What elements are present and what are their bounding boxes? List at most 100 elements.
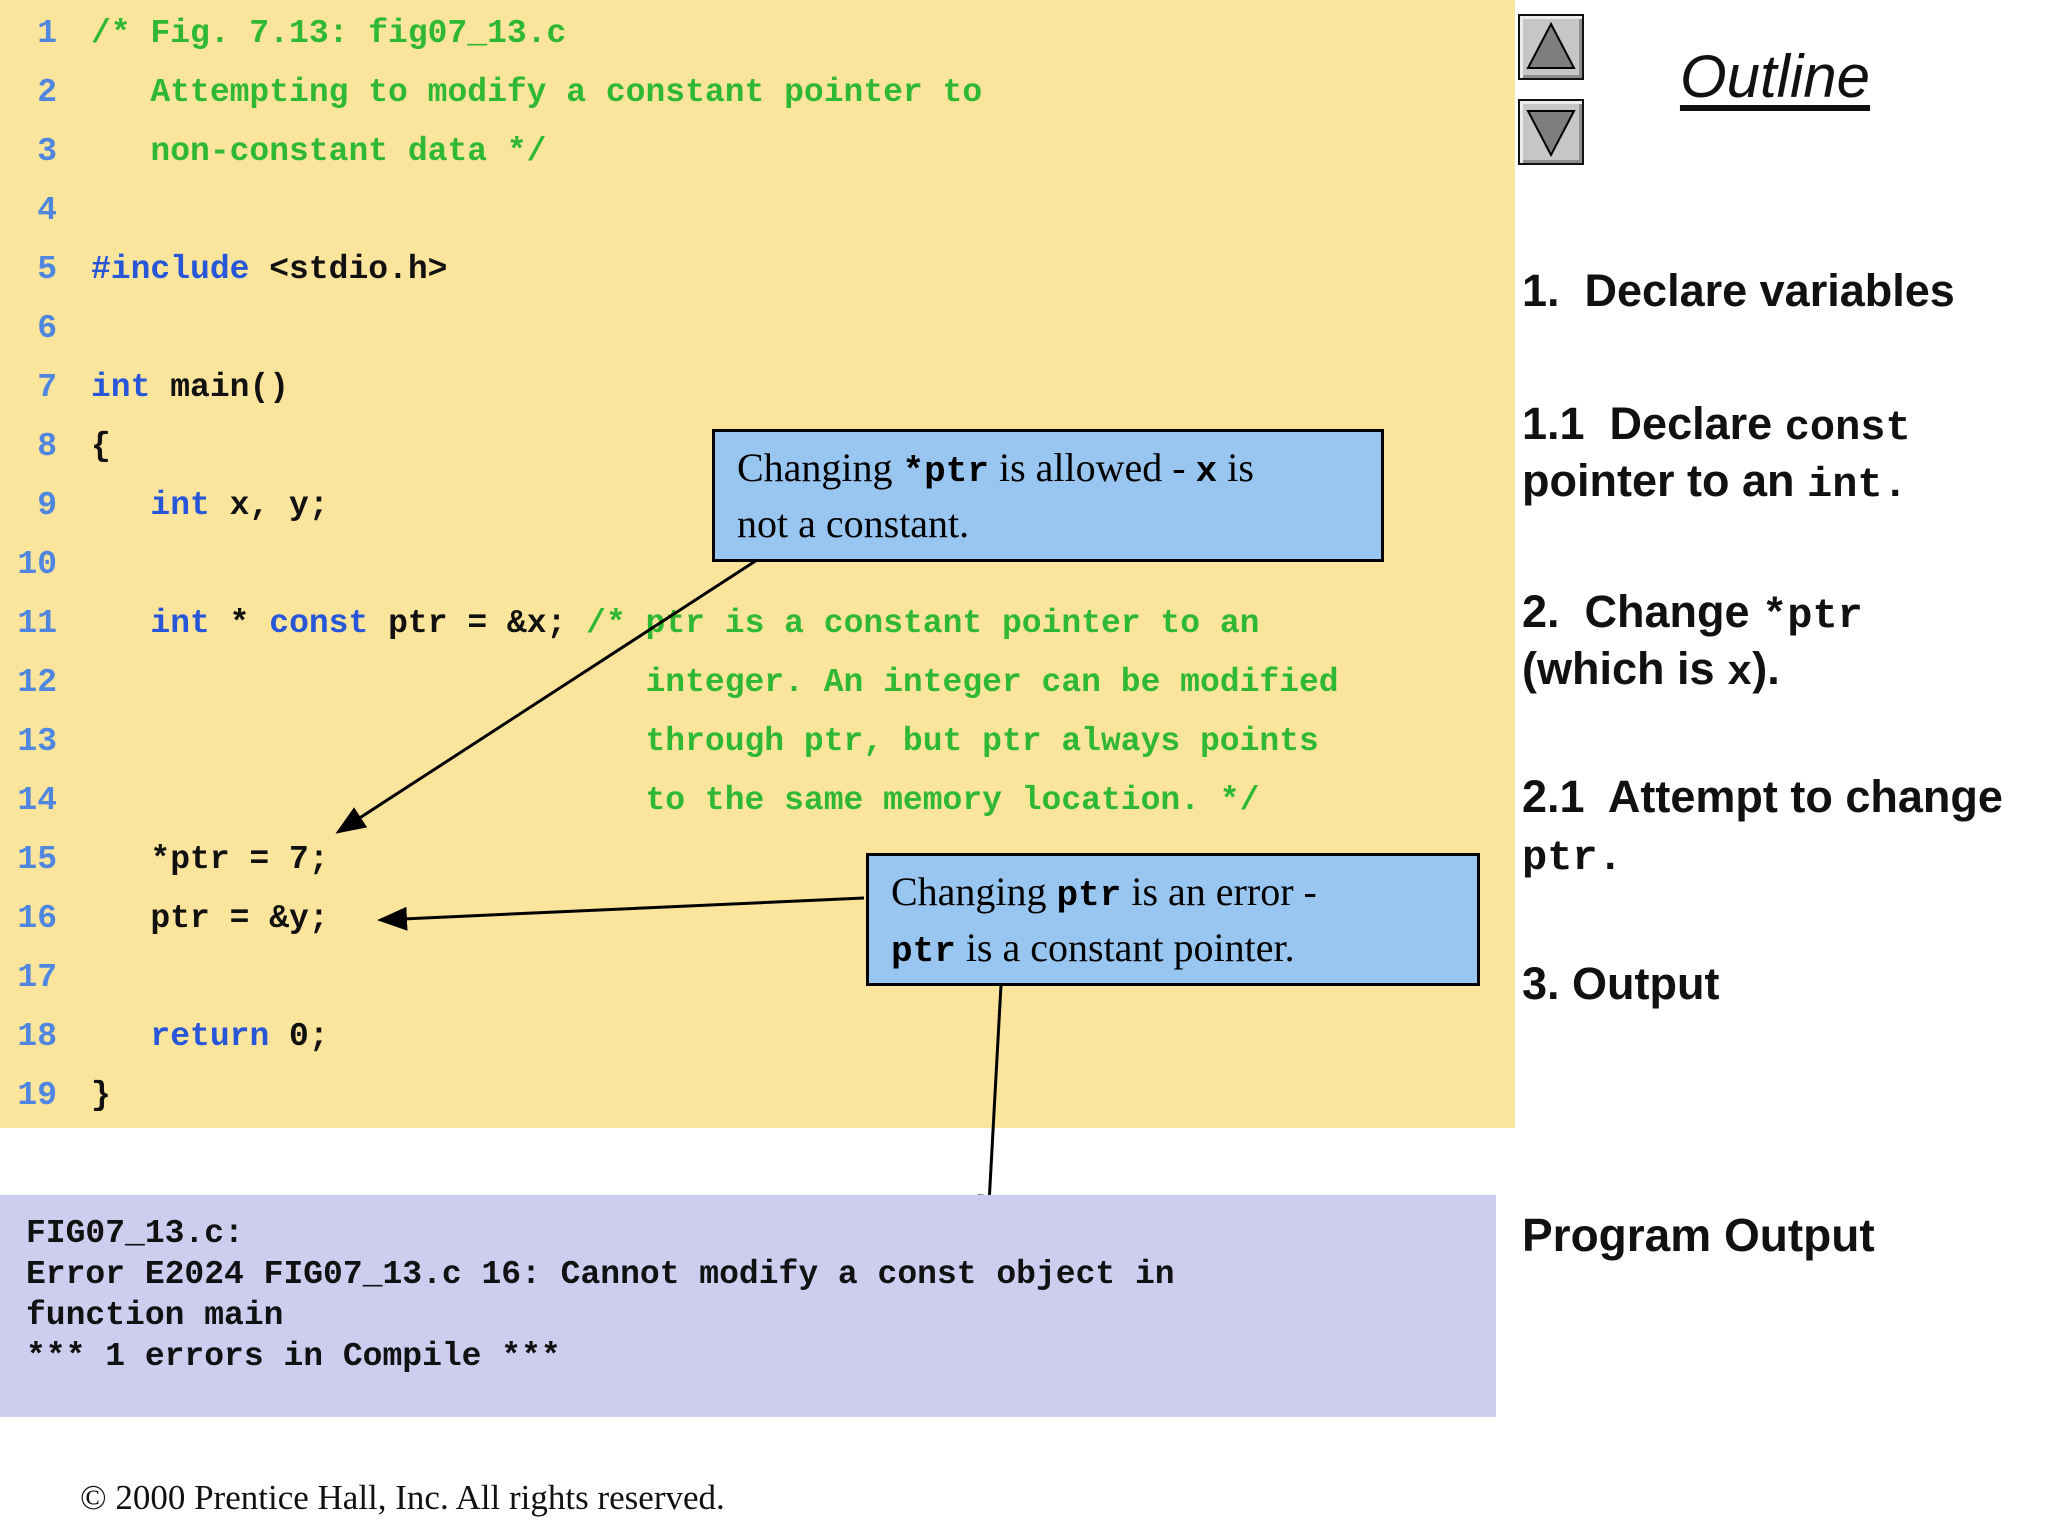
- comment-token: Attempting to modify a constant pointer …: [91, 74, 983, 111]
- code-token: x, y;: [209, 487, 329, 524]
- line-number: 3: [37, 133, 57, 170]
- outline-item-line: 1. Declare variables: [1522, 262, 2044, 319]
- down-arrow-icon: [1526, 110, 1576, 158]
- nav-up-button[interactable]: [1518, 14, 1584, 80]
- text-segment: 2. Change: [1522, 586, 1763, 637]
- code-token: *: [209, 605, 270, 642]
- outline-title: Outline: [1679, 43, 1871, 110]
- code-text: return 0;: [57, 1018, 328, 1055]
- text-segment: is: [1217, 445, 1254, 490]
- code-line: 8{: [0, 417, 1339, 476]
- callout-changing-ptr: Changing ptr is an error - ptr is a const…: [866, 853, 1480, 986]
- code-text: int main(): [57, 369, 289, 406]
- outline-item-line: 1.1 Declare const: [1522, 395, 2044, 452]
- code-line: 9 int x, y;: [0, 476, 1339, 535]
- code-token: ptr = &x;: [368, 605, 587, 642]
- up-arrow-icon: [1526, 21, 1576, 69]
- line-number: 13: [17, 723, 57, 760]
- comment-token: /* Fig. 7.13: fig07_13.c: [91, 15, 567, 52]
- text-segment: 2.1 Attempt to change: [1522, 771, 2003, 822]
- line-number: 17: [17, 959, 57, 996]
- code-line: 2 Attempting to modify a constant pointe…: [0, 63, 1339, 122]
- code-line: 16 ptr = &y;: [0, 889, 1339, 948]
- line-number: 8: [37, 428, 57, 465]
- code-line: 11 int * const ptr = &x; /* ptr is a con…: [0, 594, 1339, 653]
- code-token: *ptr = 7;: [91, 841, 329, 878]
- program-output-label: Program Output: [1522, 1209, 1875, 1261]
- text-segment: Changing: [891, 869, 1057, 914]
- comment-token: to the same memory location. */: [91, 782, 1260, 819]
- text-segment: 3. Output: [1522, 958, 1720, 1009]
- line-number: 9: [37, 487, 57, 524]
- code-text: non-constant data */: [57, 133, 546, 170]
- code-token: }: [91, 1077, 111, 1114]
- comment-token: integer. An integer can be modified: [91, 664, 1339, 701]
- code-text: {: [57, 428, 111, 465]
- nav-down-button[interactable]: [1518, 99, 1584, 165]
- code-text: through ptr, but ptr always points: [57, 723, 1319, 760]
- program-output-lines: FIG07_13.c: Error E2024 FIG07_13.c 16: Ca…: [26, 1213, 1175, 1377]
- outline-item-line: 2. Change *ptr: [1522, 583, 2044, 640]
- outline-item-line: 3. Output: [1522, 955, 2044, 1012]
- callout-line: not a constant.: [737, 496, 1381, 552]
- line-number: 2: [37, 74, 57, 111]
- keyword-token: return: [150, 1018, 270, 1055]
- code-line: 4: [0, 181, 1339, 240]
- text-segment: is a constant pointer.: [955, 925, 1295, 970]
- code-text: [57, 192, 91, 229]
- line-number: 15: [17, 841, 57, 878]
- text-segment: 1. Declare variables: [1522, 265, 1955, 316]
- outline-item-2-1: 2.1 Attempt to change ptr.: [1522, 768, 2044, 882]
- text-segment: (which is: [1522, 643, 1728, 694]
- keyword-token: #include: [91, 251, 250, 288]
- code-token: int.: [1807, 461, 1908, 509]
- code-lines: 1 /* Fig. 7.13: fig07_13.c 2 Attempting to…: [0, 4, 1339, 1125]
- comment-token: non-constant data */: [91, 133, 547, 170]
- line-number: 12: [17, 664, 57, 701]
- line-number: 5: [37, 251, 57, 288]
- code-token: ptr.: [1522, 834, 1623, 882]
- line-number: 1: [37, 15, 57, 52]
- code-text: to the same memory location. */: [57, 782, 1259, 819]
- code-text: int x, y;: [57, 487, 329, 524]
- comment-token: through ptr, but ptr always points: [91, 723, 1319, 760]
- text-segment: is allowed -: [988, 445, 1196, 490]
- code-text: ptr = &y;: [57, 900, 328, 937]
- code-text: /* Fig. 7.13: fig07_13.c: [57, 15, 566, 52]
- line-number: 6: [37, 310, 57, 347]
- outline-item-line: pointer to an int.: [1522, 452, 2044, 509]
- code-text: [57, 959, 91, 996]
- code-token: [91, 1018, 150, 1055]
- line-number: 14: [17, 782, 57, 819]
- callout-line: Changing *ptr is allowed - x is: [737, 440, 1381, 496]
- keyword-token: const: [269, 605, 369, 642]
- code-text: }: [57, 1077, 111, 1114]
- code-token: {: [91, 428, 111, 465]
- code-token: ptr: [891, 931, 956, 972]
- output-line: FIG07_13.c:: [26, 1215, 244, 1252]
- code-line: 12 integer. An integer can be modified: [0, 653, 1339, 712]
- outline-item-1: 1. Declare variables: [1522, 262, 2044, 319]
- outline-item-2: 2. Change *ptr(which is x).: [1522, 583, 2044, 697]
- code-line: 17: [0, 948, 1339, 1007]
- keyword-token: int: [150, 605, 210, 642]
- output-line: Error E2024 FIG07_13.c 16: Cannot modify…: [26, 1256, 1175, 1293]
- code-token: <stdio.h>: [249, 251, 448, 288]
- code-line: 18 return 0;: [0, 1007, 1339, 1066]
- text-segment: is an error -: [1121, 869, 1317, 914]
- line-number: 7: [37, 369, 57, 406]
- code-token: *ptr: [1762, 592, 1863, 640]
- line-number: 11: [17, 605, 57, 642]
- program-output-panel: FIG07_13.c: Error E2024 FIG07_13.c 16: Ca…: [0, 1195, 1496, 1417]
- code-text: int * const ptr = &x; /* ptr is a consta…: [57, 605, 1259, 642]
- callout-line: Changing ptr is an error -: [891, 864, 1477, 920]
- code-token: x: [1195, 451, 1218, 492]
- line-number: 18: [17, 1018, 57, 1055]
- line-number: 19: [17, 1077, 57, 1114]
- keyword-token: int: [91, 369, 151, 406]
- outline-item-line: (which is x).: [1522, 640, 2044, 697]
- outline-item-line: 2.1 Attempt to change: [1522, 768, 2044, 825]
- line-number: 10: [17, 546, 57, 583]
